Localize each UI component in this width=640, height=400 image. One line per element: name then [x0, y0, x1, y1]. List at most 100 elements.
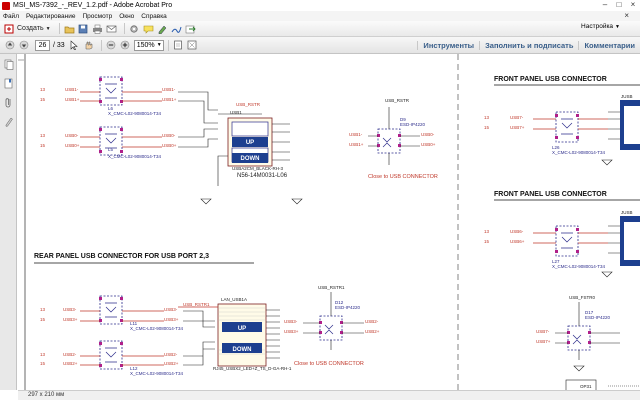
menu-bar: Файл Редактирование Просмотр Окно Справк…: [0, 11, 640, 21]
net-label: USB3-: [164, 307, 178, 312]
pin-label: 15: [40, 97, 46, 102]
status-bar: 297 x 210 мм: [18, 390, 640, 400]
settings-gear-icon[interactable]: [129, 23, 140, 34]
net-label: USB3+: [164, 317, 179, 322]
tools-pane-link[interactable]: Инструменты: [417, 41, 479, 50]
main-toolbar: Создать ▼ Настройка ▼: [0, 21, 640, 37]
choke-l26: [555, 111, 579, 143]
maximize-button[interactable]: □: [616, 0, 622, 9]
print-icon[interactable]: [92, 23, 103, 34]
net-label: USB2-: [63, 352, 77, 357]
full-screen-icon[interactable]: [187, 40, 198, 51]
net-label: USB2+: [365, 329, 380, 334]
menu-edit[interactable]: Редактирование: [25, 12, 76, 20]
next-page-icon[interactable]: [18, 40, 29, 51]
chevron-down-icon: ▼: [45, 25, 51, 32]
signatures-pen-icon[interactable]: [3, 116, 14, 127]
pin-label: 15: [484, 125, 490, 130]
net-label: USB1-: [349, 132, 363, 137]
net-label: USB1-: [162, 87, 176, 92]
component-ref: L27: [552, 259, 560, 264]
component-ref: JUSB: [621, 94, 633, 99]
zoom-in-icon[interactable]: [120, 40, 131, 51]
chevron-down-icon: ▼: [156, 41, 162, 48]
front-usb-header-2: JUSB: [620, 210, 640, 266]
choke-l11: [99, 295, 123, 325]
net-label: USB0-: [421, 132, 435, 137]
zoom-level-select[interactable]: 150% ▼: [133, 39, 164, 51]
component-part: ESD-IP4220: [335, 305, 361, 310]
usb1-connector: UP DOWN: [227, 117, 273, 167]
component-ref: D17: [585, 310, 594, 315]
menu-window[interactable]: Окно: [119, 12, 135, 20]
zoom-level-value: 150%: [136, 41, 155, 49]
create-icon: [3, 23, 14, 34]
window-title: MSI_MS-7392_-_REV_1.2.pdf - Adobe Acroba…: [13, 2, 173, 9]
document-view[interactable]: 13 15 13 15 USB1- USB1+ USB0- USB0+ USB1…: [18, 54, 640, 390]
component-ref: L12: [130, 366, 138, 371]
toolbar-divider: [167, 39, 169, 51]
chevron-down-icon: ▼: [615, 23, 620, 30]
net-label: USB3+: [63, 317, 78, 322]
component-ref: D9: [400, 117, 406, 122]
share-icon[interactable]: [185, 23, 196, 34]
menu-view[interactable]: Просмотр: [82, 12, 113, 20]
hand-tool-icon[interactable]: [83, 40, 94, 51]
connector-down-label: DOWN: [233, 347, 252, 353]
attachments-paperclip-icon[interactable]: [3, 97, 14, 108]
net-label: USB0+: [421, 142, 436, 147]
page-number-input[interactable]: 26: [35, 39, 50, 51]
fill-sign-pane-link[interactable]: Заполнить и подписать: [479, 41, 578, 50]
pin-label: 13: [40, 87, 46, 92]
net-label: USB0+: [162, 143, 177, 148]
net-label: USB7+: [536, 339, 551, 344]
previous-page-icon[interactable]: [4, 40, 15, 51]
customize-menu[interactable]: Настройка ▼: [581, 23, 620, 30]
email-icon[interactable]: [106, 23, 117, 34]
close-document-button[interactable]: ×: [624, 11, 629, 20]
component-ref: LAN_USB1A: [221, 297, 247, 302]
component-part: X_CMC-L02-9080014-T34: [108, 154, 162, 159]
pin-label: 15: [484, 239, 490, 244]
sign-pen-icon[interactable]: [171, 23, 182, 34]
page-thumbnails-icon[interactable]: [3, 59, 14, 70]
net-label: USB3+: [284, 329, 299, 334]
title-bar: MSI_MS-7392_-_REV_1.2.pdf - Adobe Acroba…: [0, 0, 640, 11]
op31-component: OP31: [565, 379, 597, 390]
component-part: X_CMC-L02-9080014-T34: [108, 111, 162, 116]
menu-file[interactable]: Файл: [3, 12, 19, 20]
zoom-out-icon[interactable]: [106, 40, 117, 51]
component-part: X_CMC-L02-9080014-T34: [552, 150, 606, 155]
create-button[interactable]: Создать ▼: [3, 23, 51, 35]
placement-note: Close to USB CONNECTOR: [368, 174, 438, 180]
component-part: ESD-IP4220: [585, 315, 611, 320]
close-window-button[interactable]: ×: [630, 0, 636, 9]
task-panes: Инструменты Заполнить и подписать Коммен…: [417, 37, 640, 54]
pin-label: 13: [484, 115, 490, 120]
select-cursor-icon[interactable]: [69, 40, 80, 51]
bookmarks-icon[interactable]: [3, 78, 14, 89]
save-icon[interactable]: [78, 23, 89, 34]
connector-down-label: DOWN: [241, 156, 260, 162]
net-label: USB1+: [162, 97, 177, 102]
component-part: X_CMC-L02-9080014-T34: [130, 326, 184, 331]
page-size-label: 297 x 210 мм: [28, 392, 65, 398]
minimize-button[interactable]: –: [602, 0, 608, 9]
comment-bubble-icon[interactable]: [143, 23, 154, 34]
fit-page-icon[interactable]: [173, 40, 184, 51]
comments-pane-link[interactable]: Комментарии: [578, 41, 640, 50]
menu-help[interactable]: Справка: [141, 12, 167, 20]
section-heading-front-2: FRONT PANEL USB CONNECTOR: [494, 191, 607, 198]
highlight-pen-icon[interactable]: [157, 23, 168, 34]
choke-l5: [99, 126, 123, 156]
placement-note: Close to USB CONNECTOR: [294, 361, 364, 367]
choke-l12: [99, 340, 123, 370]
component-partno: N56-14M0031-L06: [237, 173, 288, 179]
open-folder-icon[interactable]: [64, 23, 75, 34]
schematic-page: 13 15 13 15 USB1- USB1+ USB0- USB0+ USB1…: [18, 54, 640, 390]
lan-usb1a-connector: UP DOWN: [217, 303, 267, 367]
net-label: USB_RSTR1: [183, 302, 210, 307]
esd-d9: [377, 128, 401, 154]
net-label: USB7+: [510, 125, 525, 130]
net-label: USB6-: [510, 229, 524, 234]
